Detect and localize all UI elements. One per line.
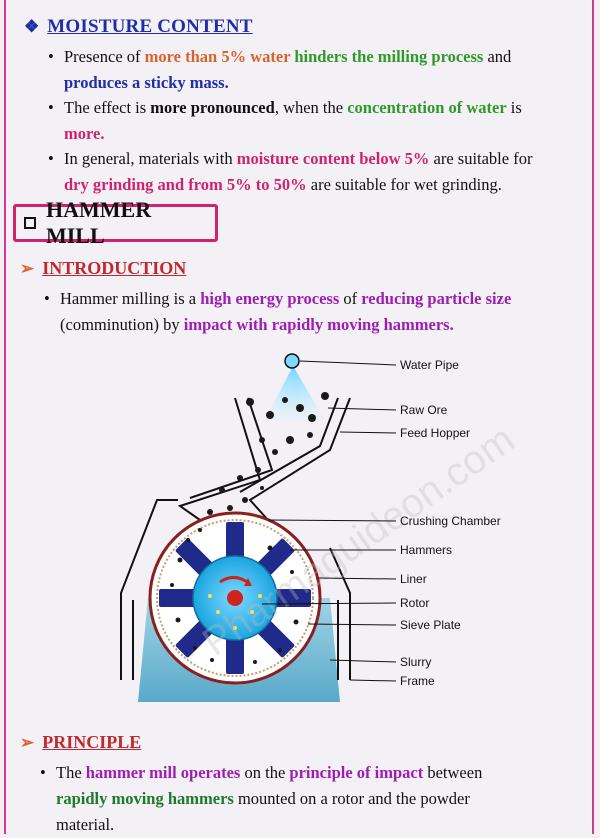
label-hammers: Hammers	[400, 543, 452, 557]
arrow-bullet-icon: ➢	[20, 259, 35, 278]
bullet-dot-icon: •	[44, 289, 50, 308]
hammer-mill-heading-box: HAMMER MILL	[13, 197, 218, 248]
moisture-bullet-3: •In general, materials with moisture con…	[48, 146, 593, 198]
bullet-dot-icon: •	[40, 763, 46, 782]
label-rotor: Rotor	[400, 596, 429, 610]
diamond-bullet-icon: ❖	[24, 17, 40, 36]
label-frame: Frame	[400, 674, 435, 688]
label-raw-ore: Raw Ore	[400, 403, 448, 417]
chamber-particles	[170, 528, 299, 664]
rotor-shaft	[227, 590, 243, 606]
moisture-bullet-2: •The effect is more pronounced, when the…	[48, 95, 588, 147]
label-liner: Liner	[400, 572, 427, 586]
raw-ore-particles	[207, 392, 329, 515]
principle-heading: ➢ PRINCIPLE	[20, 732, 141, 753]
label-slurry: Slurry	[400, 655, 431, 669]
sieve-plate	[156, 519, 314, 677]
moisture-heading-text: MOISTURE CONTENT	[47, 16, 253, 37]
arrow-bullet-icon: ➢	[20, 733, 35, 752]
hammer-mill-heading: HAMMER MILL	[45, 197, 152, 248]
introduction-heading-text: INTRODUCTION	[42, 258, 187, 278]
label-sieve-plate: Sieve Plate	[400, 618, 461, 632]
hopper-right-wall	[248, 397, 351, 521]
label-water-pipe: Water Pipe	[400, 358, 459, 372]
water-spray	[265, 366, 325, 420]
checkbox-square-icon	[24, 217, 36, 229]
bullet-dot-icon: •	[48, 98, 54, 117]
leader-lines	[261, 360, 397, 682]
page-border	[4, 0, 594, 834]
label-feed-hopper: Feed Hopper	[400, 426, 470, 440]
frame-left	[120, 499, 178, 680]
principle-heading-text: PRINCIPLE	[42, 732, 142, 752]
label-crushing-chamber: Crushing Chamber	[400, 514, 501, 528]
bullet-dot-icon: •	[48, 47, 54, 66]
introduction-bullet-1: •Hammer milling is a high energy process…	[44, 286, 589, 338]
introduction-heading: ➢ INTRODUCTION	[20, 258, 186, 279]
principle-bullet-1: •The hammer mill operates on the princip…	[40, 760, 585, 838]
hammers	[159, 522, 311, 674]
moisture-bullet-1: •Presence of more than 5% water hinders …	[48, 44, 588, 96]
rotor-pins	[208, 594, 262, 630]
bullet-dot-icon: •	[48, 149, 54, 168]
frame-right	[329, 547, 351, 680]
hopper-left-wall	[177, 397, 262, 521]
water-pipe-icon	[284, 353, 300, 369]
moisture-heading: ❖ MOISTURE CONTENT	[24, 16, 253, 38]
